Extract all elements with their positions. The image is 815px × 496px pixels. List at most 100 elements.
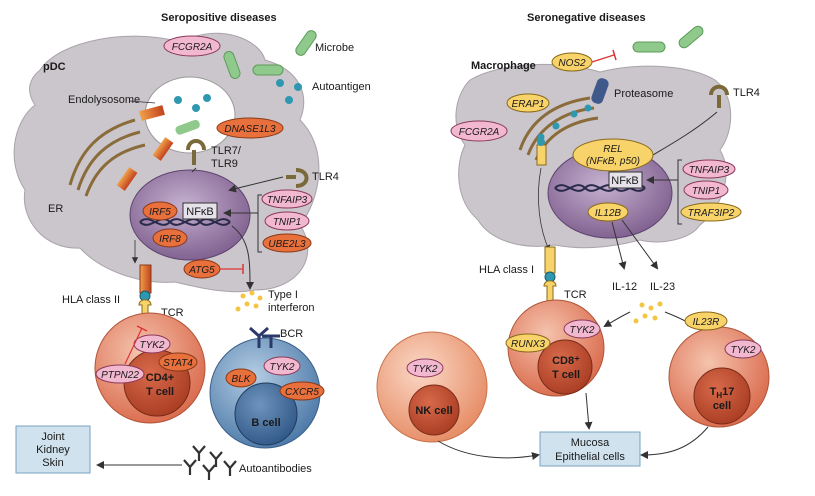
microbe: [223, 51, 241, 79]
gene-il23r-text: IL23R: [693, 317, 720, 328]
nk-label: NK cell: [415, 405, 452, 417]
mucosa-label-b: Epithelial cells: [555, 451, 625, 463]
tlr79-receptor: [186, 139, 206, 165]
autoantigen-dot: [276, 79, 284, 87]
autoantigen-dot: [294, 83, 302, 91]
macrophage-label: Macrophage: [471, 60, 536, 72]
autoantibodies: [183, 445, 237, 480]
nfkb-label-left: NFκB: [186, 206, 214, 218]
nk-nucleus: [408, 384, 460, 436]
autoantibodies-label: Autoantibodies: [239, 463, 312, 475]
endolysosome-dot: [203, 94, 211, 102]
tlr4-label-left: TLR4: [312, 171, 339, 183]
gene-tnip1-right-text: TNIP1: [692, 186, 720, 197]
gene-tnip1-right: [683, 180, 729, 200]
tlr79-label-b: TLR9: [211, 158, 238, 170]
gene-cxcr5: [279, 381, 325, 401]
tlr-rod: [139, 105, 165, 121]
gene-cxcr5-text: CXCR5: [285, 387, 319, 398]
tlr4-receptor-left: [286, 168, 309, 188]
gene-fcgr2a-left-text: FCGR2A: [172, 42, 213, 53]
hla1-label: HLA class I: [479, 264, 534, 276]
gene-stat4-text: STAT4: [163, 358, 193, 369]
autoantigen-label: Autoantigen: [312, 81, 371, 93]
th17-label: TH17: [710, 386, 735, 400]
hla1-er-peptide: [537, 138, 545, 146]
il23-arrow: [621, 219, 659, 270]
gene-tyk2-th17-text: TYK2: [730, 345, 755, 356]
gene-blk-text: BLK: [232, 374, 252, 385]
gene-fcgr2a-left: [163, 35, 221, 57]
cd4-label-a: CD4+: [146, 372, 174, 384]
endolysosome-dot: [192, 104, 200, 112]
bcr-label: BCR: [280, 328, 303, 340]
gene-rel-text-b: (NFκB, p50): [586, 156, 640, 167]
gene-ptpn22-text: PTPN22: [101, 370, 139, 381]
gene-dnase1l3-text: DNASE1L3: [224, 124, 276, 135]
hla1-er: [536, 144, 547, 166]
autoantigen-dot: [285, 96, 293, 104]
bcr-receptor: [249, 326, 280, 348]
bcell-label: B cell: [251, 417, 280, 429]
gene-erap1-text: ERAP1: [512, 99, 545, 110]
right-header: Seronegative diseases: [527, 12, 646, 24]
endolysosome-pointer: [129, 100, 156, 104]
tlr79-label-a: TLR7/: [211, 145, 242, 157]
gene-nos2-text: NOS2: [558, 58, 586, 69]
microbe-right: [632, 41, 666, 53]
tlr-rod: [116, 167, 138, 191]
gene-erap1: [506, 93, 550, 113]
tlr79-arrow: [191, 167, 197, 173]
gene-il12b: [587, 202, 629, 222]
nos2-inhibit-bar: [612, 49, 617, 61]
gene-fcgr2a-right: [450, 120, 508, 142]
gene-dnase1l3: [216, 117, 284, 139]
gene-tyk2-cd8-text: TYK2: [569, 325, 594, 336]
il12-arrow: [611, 221, 627, 270]
gene-irf8-text: IRF8: [159, 234, 181, 245]
gene-ube2l3: [262, 233, 312, 253]
mucosa-box: [539, 431, 641, 467]
gene-irf8: [152, 228, 188, 248]
nk-to-mucosa-arrow: [437, 440, 540, 460]
th17-label-cell: cell: [713, 400, 731, 412]
regulator-bracket-right: [677, 159, 682, 225]
nfkb-box-right: [608, 171, 643, 189]
proteasome: [591, 78, 609, 104]
tlr4-receptor-right: [709, 84, 729, 108]
endolysosome-microbe: [175, 119, 200, 135]
nos2-inhibit: [591, 54, 615, 63]
hla-arrow-right: [537, 167, 550, 252]
type1-ifn-dots: [235, 290, 263, 312]
th17-nucleus: [693, 367, 751, 425]
th17-to-mucosa-arrow: [640, 426, 709, 459]
gene-traf3ip2: [680, 202, 742, 222]
gene-runx3: [505, 333, 551, 353]
endolysosome-dot: [174, 96, 182, 104]
target-kidney: Kidney: [36, 444, 70, 456]
peptide-dot: [552, 122, 560, 130]
gene-tnfaip3-left: [261, 189, 313, 209]
target-joint: Joint: [41, 431, 64, 443]
target-skin: Skin: [42, 457, 63, 469]
regulator-bracket-left: [257, 194, 262, 253]
cd8-label-b: T cell: [552, 369, 580, 381]
er-label: ER: [48, 203, 63, 215]
er-stacks: [68, 118, 146, 197]
gene-tyk2-tcell-text: TYK2: [139, 340, 164, 351]
gene-irf5-text: IRF5: [149, 207, 171, 218]
il12-label: IL-12: [612, 281, 637, 293]
peptide-dot: [584, 104, 592, 112]
microbe-label: Microbe: [315, 42, 354, 54]
gene-tnfaip3-left-text: TNFAIP3: [267, 195, 308, 206]
peptide-dot: [570, 110, 578, 118]
gene-atg5-text: ATG5: [188, 265, 215, 276]
mucosa-label-a: Mucosa: [571, 437, 610, 449]
gene-il12b-text: IL12B: [595, 208, 621, 219]
nfkb-label-right: NFκB: [611, 175, 639, 187]
gene-tnfaip3-right: [682, 159, 736, 179]
ifn-arrow: [231, 225, 254, 290]
cd8-nucleus: [537, 339, 593, 395]
cd4-label-b: T cell: [146, 386, 174, 398]
